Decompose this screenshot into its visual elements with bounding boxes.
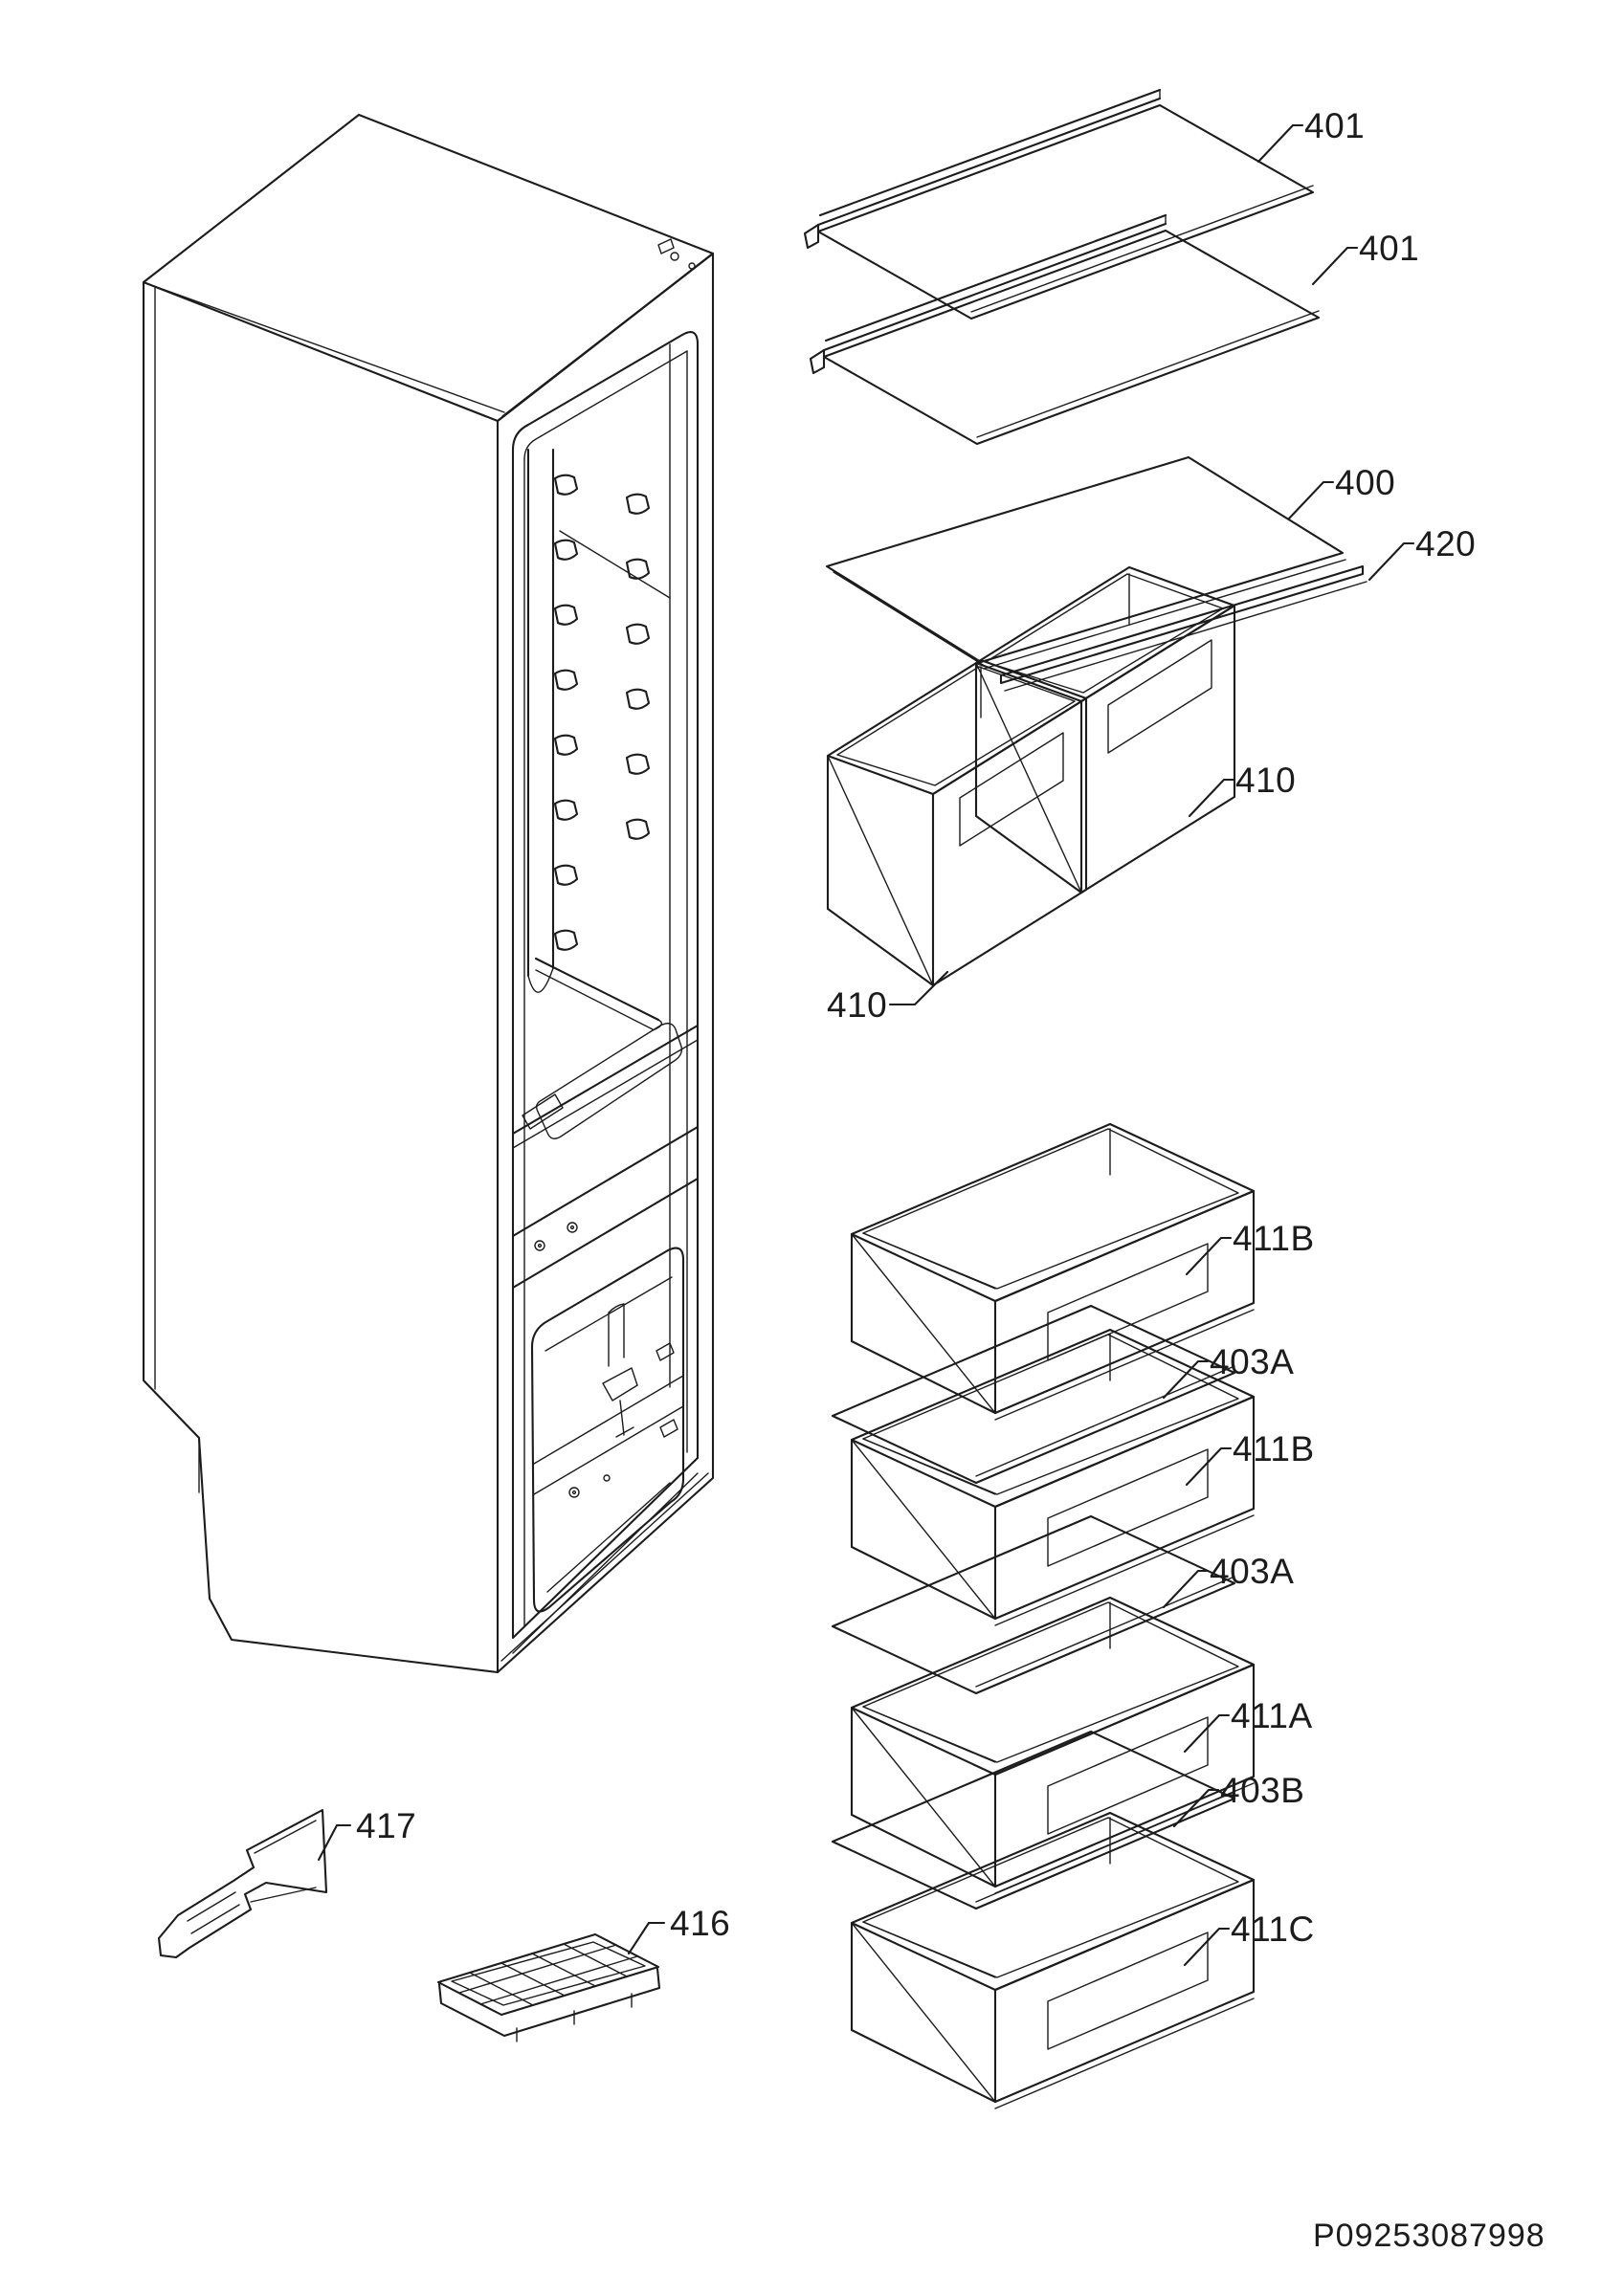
glass-shelf-400-drawing: [825, 455, 1346, 670]
leader-line: [1172, 1788, 1220, 1828]
leader-line: [1256, 123, 1304, 164]
leader-line: [1162, 1569, 1210, 1609]
leader-line: [1188, 778, 1235, 818]
callout-label: 411B: [1233, 1219, 1315, 1258]
callout-freezer-drawer-411B-lower: 411B: [1185, 1429, 1315, 1487]
callout-label: 417: [356, 1806, 416, 1845]
leader-line: [1183, 1927, 1231, 1967]
callout-shelf-401-lower: 401: [1311, 229, 1419, 286]
freezer-drawer-411B-upper-drawing: [850, 1122, 1256, 1422]
callout-freezer-drawer-411B-upper: 411B: [1185, 1219, 1315, 1276]
leader-line: [1162, 1359, 1210, 1400]
callout-glass-shelf-400: 400: [1287, 463, 1395, 520]
interior-right-wall-brackets: [559, 343, 671, 1388]
cabinet-top-face: [142, 113, 715, 423]
callout-label: 416: [670, 1904, 730, 1943]
freezer-glass-403A-upper-drawing: [831, 1304, 1236, 1485]
callout-freezer-drawer-411C: 411C: [1183, 1910, 1315, 1967]
leader-line: [1311, 246, 1359, 286]
callout-label: 401: [1304, 106, 1365, 145]
callout-label: 410: [827, 985, 887, 1025]
interior-fridge-floor: [511, 1023, 700, 1149]
interior-freezer-liner: [530, 1247, 685, 1613]
document-part-code: P09253087998: [1313, 2218, 1545, 2254]
freezer-drawer-411A-drawing: [850, 1596, 1256, 1895]
interior-divider-band: [511, 1125, 700, 1290]
freezer-drawer-411C-drawing: [850, 1811, 1256, 2110]
cabinet-front-face: [496, 252, 715, 1674]
callout-shelf-trim-420: 420: [1367, 524, 1476, 582]
shelf-401-lower-drawing: [809, 213, 1321, 446]
leader-line: [1185, 1236, 1233, 1276]
interior-bracket-rail: [526, 448, 579, 993]
callout-label: 411B: [1233, 1429, 1315, 1468]
callout-label: 403A: [1210, 1342, 1294, 1381]
callout-crisper-410-right: 410: [1188, 761, 1296, 818]
callout-label: 411A: [1231, 1696, 1313, 1735]
leader-line: [1185, 1446, 1233, 1487]
callout-freezer-glass-403B: 403B: [1172, 1771, 1304, 1828]
callout-label: 420: [1415, 524, 1476, 563]
refrigerator-cabinet-drawing: [142, 113, 715, 1674]
callout-ice-cube-tray-416: 416: [627, 1904, 730, 1955]
callout-label: 403A: [1210, 1552, 1294, 1591]
callout-label: 400: [1335, 463, 1395, 502]
cabinet-left-panel: [142, 280, 500, 1674]
interior-water-channel: [534, 957, 663, 1031]
callout-freezer-glass-403A-lower: 403A: [1162, 1552, 1294, 1609]
callout-label: 410: [1235, 761, 1296, 800]
callout-freezer-drawer-411A: 411A: [1183, 1696, 1313, 1754]
leader-line: [1287, 480, 1335, 520]
leader-line: [1367, 541, 1415, 582]
ice-cube-tray-416-drawing: [436, 1932, 661, 2042]
leader-line: [627, 1921, 666, 1955]
leader-line: [888, 970, 949, 1006]
leader-line: [317, 1823, 352, 1862]
callout-shelf-401-upper: 401: [1256, 106, 1365, 164]
ice-scraper-417-drawing: [157, 1808, 328, 1959]
cabinet-bottom-sill: [500, 1472, 709, 1662]
cabinet-door-opening: [511, 331, 700, 1640]
callout-label: 403B: [1220, 1771, 1304, 1810]
callout-ice-scraper-417: 417: [317, 1806, 416, 1862]
callout-crisper-410-left: 410: [827, 970, 949, 1025]
shelf-401-upper-drawing: [803, 88, 1315, 320]
callout-label: 401: [1359, 229, 1419, 268]
leader-line: [1183, 1713, 1231, 1754]
callout-label: 411C: [1231, 1910, 1315, 1949]
shelf-trim-420-drawing: [999, 564, 1367, 692]
callout-freezer-glass-403A-upper: 403A: [1162, 1342, 1294, 1400]
crisper-drawer-410-left-drawing: [826, 658, 1088, 987]
